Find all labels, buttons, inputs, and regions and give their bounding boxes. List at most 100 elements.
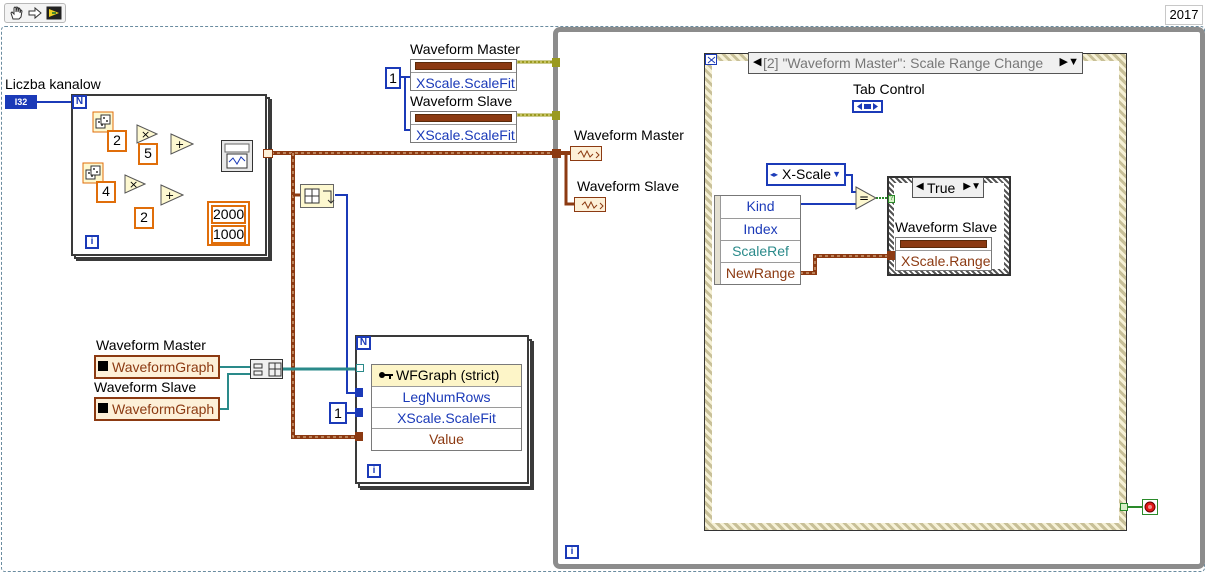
- graph-ref-bar: [415, 62, 512, 70]
- reference-value: WaveformGraph: [112, 401, 215, 417]
- chevron-down-icon[interactable]: ▼: [832, 169, 841, 179]
- array-element[interactable]: 1000: [211, 225, 246, 244]
- case-value: True: [927, 180, 956, 196]
- wire-ref-slave: [219, 373, 250, 410]
- loop-tunnel: [355, 388, 363, 397]
- hand-icon[interactable]: [9, 6, 23, 20]
- numeric-constant[interactable]: 5: [138, 143, 158, 165]
- wire-legnumrows: [335, 194, 358, 394]
- chevron-down-icon[interactable]: ▼: [971, 181, 981, 192]
- loop-tunnel: [355, 432, 363, 441]
- loop-tunnel: [552, 111, 560, 120]
- svg-text:+: +: [165, 189, 174, 202]
- add-icon[interactable]: +: [170, 133, 194, 155]
- property-row[interactable]: XScale.ScaleFit: [411, 72, 516, 93]
- selector-text: [2] "Waveform Master": Scale Range Chang…: [763, 55, 1044, 71]
- event-data-item[interactable]: Kind: [746, 198, 775, 214]
- property-row[interactable]: LegNumRows: [372, 386, 521, 407]
- svg-text:×: ×: [129, 178, 138, 191]
- event-data-item[interactable]: ScaleRef: [721, 240, 800, 262]
- decrement-icon[interactable]: ◀: [916, 181, 924, 192]
- channels-control-terminal[interactable]: I32: [5, 95, 37, 109]
- timeout-icon[interactable]: [705, 54, 717, 65]
- property-row[interactable]: XScale.ScaleFit: [372, 407, 521, 428]
- stop-button-icon[interactable]: [1142, 499, 1158, 515]
- graph-ref-bar: [900, 240, 987, 248]
- svg-text:+: +: [175, 138, 184, 151]
- svg-text:=: =: [859, 191, 869, 205]
- event-data-item[interactable]: NewRange: [721, 262, 800, 284]
- transpose-array-icon[interactable]: [300, 184, 335, 208]
- equal-icon[interactable]: =: [855, 186, 877, 210]
- year-badge: 2017: [1165, 5, 1203, 25]
- master-indicator-label: Waveform Master: [574, 127, 684, 143]
- event-tunnel: [1120, 503, 1128, 511]
- slave-prop-label: Waveform Slave: [410, 93, 513, 109]
- numeric-constant[interactable]: 2: [134, 207, 154, 229]
- master-reference[interactable]: WaveformGraph: [94, 355, 220, 379]
- increment-icon[interactable]: ▶: [1059, 56, 1068, 68]
- case-selector-terminal: ?: [888, 195, 895, 203]
- event-data-node[interactable]: Kind Index ScaleRef NewRange: [714, 195, 801, 285]
- decrement-icon[interactable]: ◀: [753, 56, 762, 68]
- master-ref-label: Waveform Master: [96, 337, 206, 353]
- loop-tunnel: [355, 408, 363, 417]
- while-iteration-terminal: i: [565, 545, 579, 559]
- chevron-down-icon[interactable]: ▼: [1068, 56, 1079, 68]
- random-number-icon[interactable]: [92, 111, 114, 133]
- reference-icon: [98, 403, 108, 413]
- tab-control-label: Tab Control: [853, 81, 925, 97]
- increment-icon[interactable]: ▶: [963, 181, 971, 192]
- slave-reference[interactable]: WaveformGraph: [94, 397, 220, 421]
- build-array-icon[interactable]: [250, 359, 283, 379]
- multiply-icon[interactable]: ×: [124, 174, 146, 194]
- reference-icon: [98, 361, 108, 371]
- event-structure[interactable]: [704, 53, 1127, 531]
- xscale-enum-constant[interactable]: X-Scale ◂▸ ▼: [766, 163, 846, 186]
- loop-iteration-terminal: i: [85, 235, 99, 249]
- waveform-generator-icon[interactable]: [221, 140, 253, 172]
- slave-property-node[interactable]: XScale.ScaleFit: [410, 111, 517, 143]
- master-property-node[interactable]: XScale.ScaleFit: [410, 59, 517, 91]
- loop-tunnel: [552, 58, 560, 67]
- loop-tunnel: [552, 149, 561, 158]
- numeric-constant[interactable]: 4: [96, 181, 116, 203]
- tab-control-terminal[interactable]: [852, 100, 883, 113]
- enum-arrows-icon: ◂▸: [770, 170, 779, 179]
- property-row[interactable]: XScale.ScaleFit: [411, 124, 516, 145]
- case-tunnel: [887, 251, 895, 260]
- step-arrow-icon[interactable]: [28, 6, 42, 20]
- numeric-constant[interactable]: 2: [107, 130, 127, 152]
- graph-ref-bar: [415, 114, 512, 122]
- property-row[interactable]: Value: [372, 428, 521, 449]
- array-element[interactable]: 2000: [211, 205, 246, 224]
- slave-waveform-indicator[interactable]: [574, 197, 606, 212]
- slave-range-property-node[interactable]: XScale.Range: [895, 237, 992, 271]
- highlight-icon[interactable]: [46, 6, 62, 20]
- array-constant[interactable]: 2000 1000: [207, 201, 250, 246]
- numeric-constant[interactable]: 1: [329, 402, 347, 424]
- wfgraph-property-node[interactable]: WFGraph (strict) LegNumRows XScale.Scale…: [371, 364, 522, 451]
- master-prop-label: Waveform Master: [410, 41, 520, 57]
- numeric-constant[interactable]: 1: [385, 67, 401, 89]
- toolbar: 2017: [0, 0, 1207, 26]
- enum-value: X-Scale: [782, 166, 832, 182]
- add-icon[interactable]: +: [160, 184, 184, 206]
- random-number-icon[interactable]: [82, 162, 104, 184]
- event-selector[interactable]: ◀ [2] "Waveform Master": Scale Range Cha…: [748, 52, 1083, 74]
- loop-count-terminal: N: [356, 336, 371, 350]
- property-node-class[interactable]: WFGraph (strict): [372, 365, 521, 386]
- case-node-label: Waveform Slave: [895, 219, 998, 235]
- loop-tunnel: [263, 149, 273, 158]
- case-selector[interactable]: ◀ True ▶ ▼: [912, 177, 984, 198]
- reference-icon: [378, 369, 394, 381]
- loop-count-terminal: N: [72, 95, 87, 109]
- loop-tunnel: [356, 364, 364, 372]
- master-waveform-indicator[interactable]: [570, 146, 602, 161]
- while-loop[interactable]: i: [553, 27, 1205, 569]
- channels-type: I32: [14, 97, 28, 107]
- slave-indicator-label: Waveform Slave: [577, 178, 680, 194]
- property-row[interactable]: XScale.Range: [896, 250, 991, 271]
- event-data-item[interactable]: Index: [721, 218, 800, 240]
- multiply-icon[interactable]: ×: [136, 124, 158, 144]
